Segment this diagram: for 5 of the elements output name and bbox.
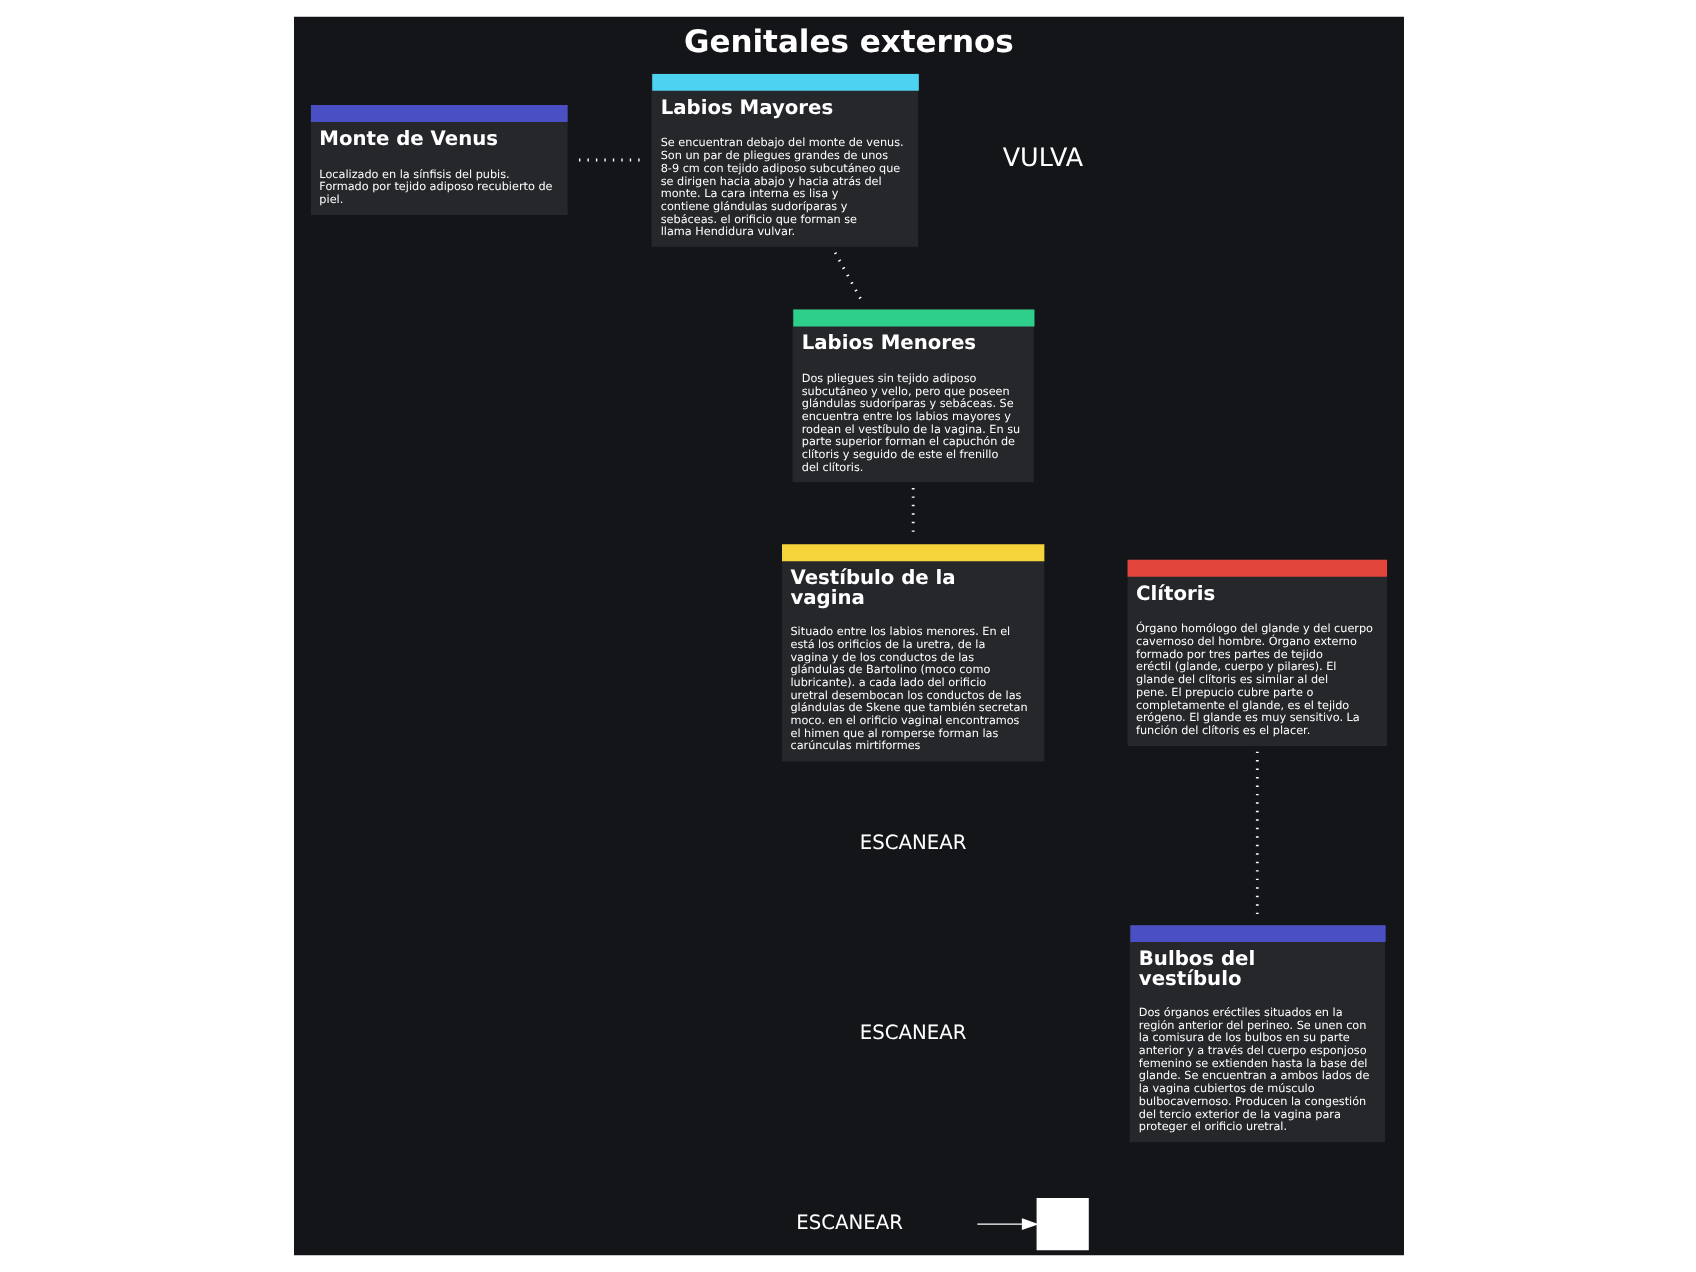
- label: ESCANEAR: [858, 1022, 966, 1045]
- label: ESCANEAR: [795, 1213, 903, 1236]
- label: VULVA: [1001, 142, 1083, 173]
- diagram-title: Genitales externos: [682, 23, 1013, 60]
- label: ESCANEAR: [858, 832, 966, 855]
